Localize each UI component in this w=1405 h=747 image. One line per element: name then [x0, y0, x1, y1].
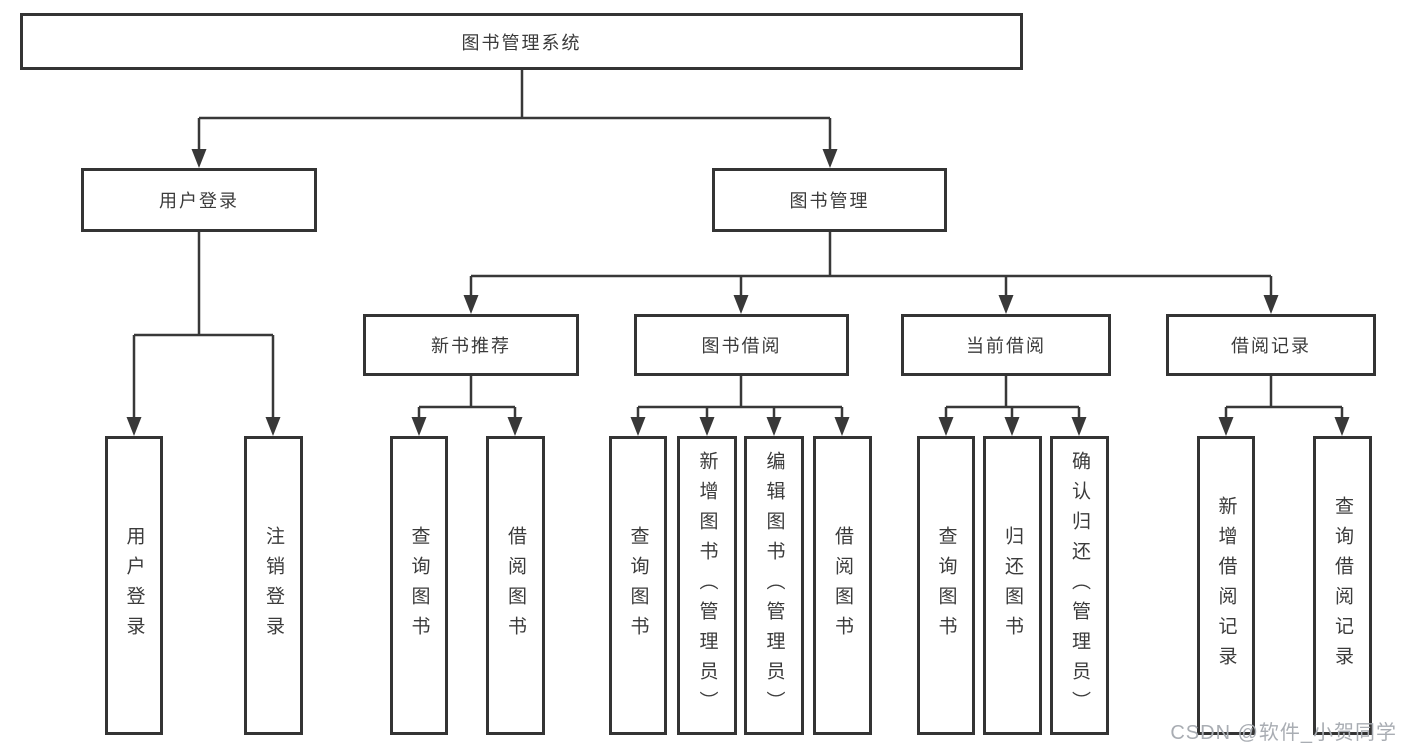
leaf-borrow-book-2: 借阅图书	[813, 436, 872, 735]
node-borrow-record: 借阅记录	[1166, 314, 1376, 376]
node-current-borrow: 当前借阅	[901, 314, 1111, 376]
node-user-login: 用户登录	[81, 168, 317, 232]
node-label: 编辑图书（管理员）	[763, 450, 785, 721]
node-label: 借阅图书	[505, 525, 526, 646]
node-label: 图书借阅	[701, 336, 782, 356]
node-label: 查询图书	[627, 525, 649, 646]
node-label: 借阅图书	[832, 525, 853, 646]
leaf-query-book-1: 查询图书	[390, 436, 448, 735]
leaf-add-book-admin: 新增图书（管理员）	[677, 436, 737, 735]
leaf-logout: 注销登录	[244, 436, 303, 735]
leaf-edit-book-admin: 编辑图书（管理员）	[744, 436, 804, 735]
leaf-query-book-2: 查询图书	[609, 436, 667, 735]
node-label: 图书管理系统	[461, 32, 582, 53]
node-book-borrow: 图书借阅	[634, 314, 849, 376]
node-label: 新增借阅记录	[1215, 495, 1237, 676]
node-book-management: 图书管理	[712, 168, 947, 232]
node-label: 确认归还（管理员）	[1069, 450, 1090, 721]
leaf-return-book: 归还图书	[983, 436, 1042, 735]
csdn-watermark: CSDN @软件_小贺同学	[1170, 722, 1397, 744]
node-label: 新增图书（管理员）	[696, 450, 718, 721]
leaf-borrow-book-1: 借阅图书	[486, 436, 545, 735]
node-label: 图书管理	[789, 191, 870, 211]
leaf-query-book-3: 查询图书	[917, 436, 975, 735]
leaf-add-borrow-record: 新增借阅记录	[1197, 436, 1255, 735]
leaf-query-borrow-record: 查询借阅记录	[1313, 436, 1372, 735]
node-label: 注销登录	[263, 525, 284, 646]
node-label: 查询图书	[935, 525, 957, 646]
node-label: 查询借阅记录	[1332, 495, 1353, 676]
leaf-user-login: 用户登录	[105, 436, 163, 735]
node-label: 查询图书	[408, 525, 430, 646]
node-root-system: 图书管理系统	[20, 13, 1023, 70]
node-label: 用户登录	[123, 525, 145, 646]
leaf-confirm-return-admin: 确认归还（管理员）	[1050, 436, 1109, 735]
node-label: 当前借阅	[966, 336, 1046, 356]
node-label: 归还图书	[1002, 525, 1023, 646]
node-label: 新书推荐	[431, 336, 511, 356]
node-label: 用户登录	[159, 191, 239, 211]
node-label: 借阅记录	[1231, 336, 1311, 356]
node-new-book-recommend: 新书推荐	[363, 314, 579, 376]
